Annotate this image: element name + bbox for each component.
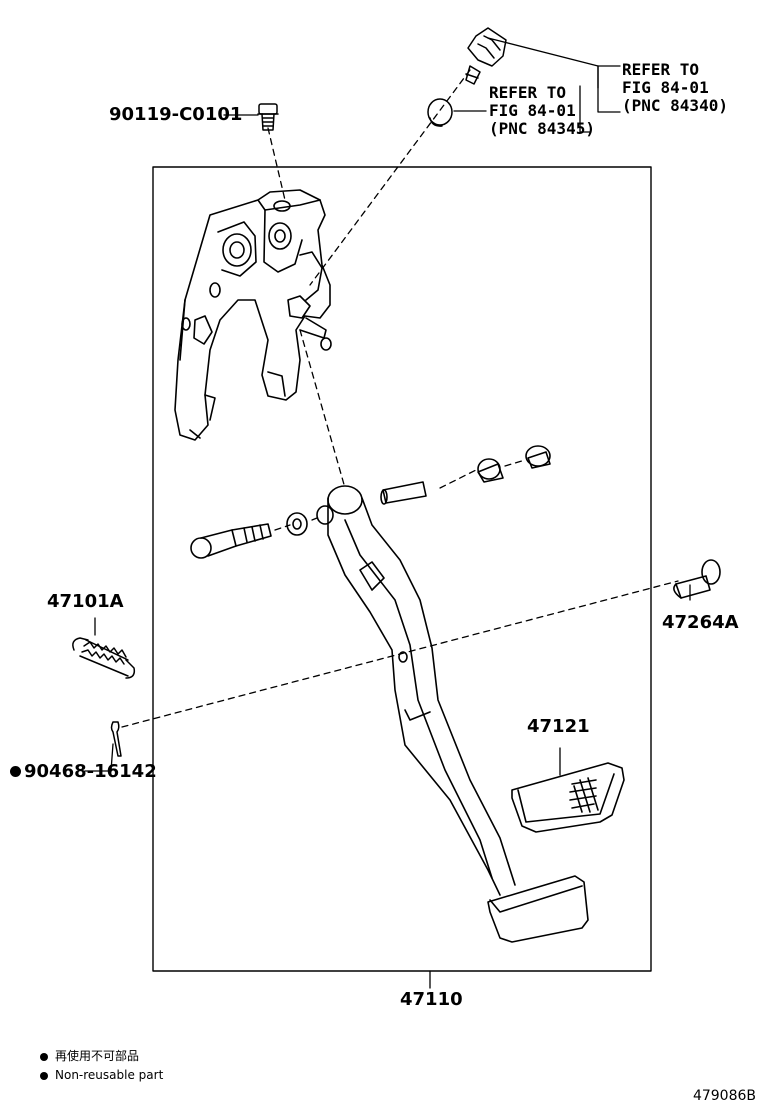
ref-cushion: REFER TO FIG 84-01 (PNC 84345) (489, 84, 595, 138)
callout-pedal-assembly: 47110 (400, 989, 463, 1010)
bolt-icon (257, 103, 279, 131)
pedal-bracket (174, 189, 332, 441)
legend: 再使用不可部品 Non-reusable part (40, 1047, 163, 1085)
ref-stop-lamp-switch: REFER TO FIG 84-01 (PNC 84340) (622, 61, 728, 115)
non-reusable-marker-icon (10, 765, 21, 777)
callout-spring: 47101A (47, 591, 124, 612)
callout-clip: 90468-16142 (10, 762, 157, 782)
pedal-pad-icon (511, 762, 625, 833)
legend-text-en: Non-reusable part (55, 1068, 164, 1082)
pedal-pad-mounted (487, 875, 589, 943)
ref-line: (PNC 84345) (489, 119, 595, 138)
return-spring-icon (72, 637, 136, 679)
clip-icon (110, 721, 122, 757)
bullet-icon (40, 1052, 48, 1061)
legend-row-cn: 再使用不可部品 (40, 1047, 163, 1066)
bushings-and-collar (380, 445, 551, 505)
pedal-lever (316, 485, 516, 896)
legend-row-en: Non-reusable part (40, 1066, 163, 1085)
callout-bolt: 90119-C0101 (109, 104, 243, 125)
legend-text-cn: 再使用不可部品 (55, 1049, 140, 1063)
ref-line: (PNC 84340) (622, 96, 728, 115)
ref-line: FIG 84-01 (489, 101, 576, 120)
ref-line: REFER TO (489, 83, 567, 102)
callout-pedal-pad: 47121 (527, 716, 590, 737)
ref-line: REFER TO (622, 60, 700, 79)
clevis-pin-icon (673, 559, 721, 599)
figure-number: 479086B (692, 1088, 756, 1104)
bullet-icon (40, 1071, 48, 1080)
stop-lamp-switch-icon (465, 27, 507, 85)
leader-lines (84, 37, 691, 989)
callout-pin: 47264A (662, 612, 739, 633)
pivot-bolt-icon (190, 523, 272, 559)
assembly-frame (152, 166, 652, 972)
ref-line: FIG 84-01 (622, 78, 709, 97)
washer-icon (286, 512, 308, 536)
callout-clip-text: 90468-16142 (24, 761, 157, 782)
cushion-icon (427, 98, 453, 127)
